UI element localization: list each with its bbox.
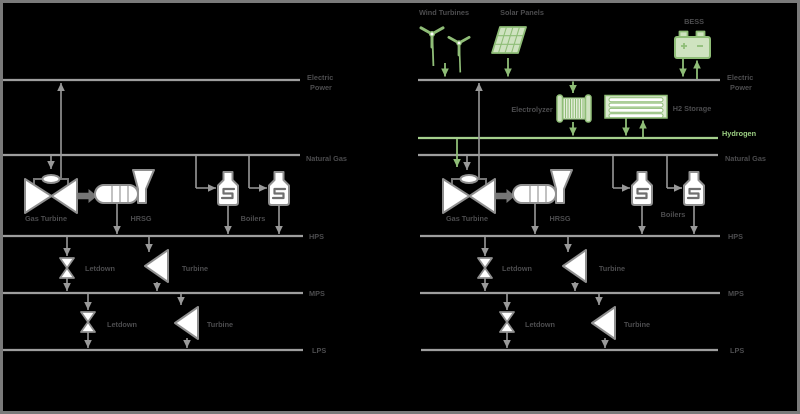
right-electric-power-label-line2: Power xyxy=(730,83,752,92)
electrolyzer-label: Electrolyzer xyxy=(511,105,553,114)
left-boiler2-icon xyxy=(267,170,291,207)
left-natural-gas-label: Natural Gas xyxy=(306,154,347,163)
solar-panels-label: Solar Panels xyxy=(500,8,544,17)
right-lps-label: LPS xyxy=(730,346,744,355)
bess-label: BESS xyxy=(684,17,704,26)
left-gas-turbine-label: Gas Turbine xyxy=(25,214,67,223)
right-hrsg-label: HRSG xyxy=(549,214,570,223)
right-hydrogen-label: Hydrogen xyxy=(722,129,756,138)
left-mp-letdown-label: Letdown xyxy=(107,320,137,329)
right-hp-letdown-valve-icon xyxy=(477,257,493,279)
left-exhaust-arrow-icon xyxy=(77,189,97,203)
right-mp-turbine-icon xyxy=(591,306,616,340)
right-mps-label: MPS xyxy=(728,289,744,298)
left-electric-power-label-line2: Power xyxy=(310,83,332,92)
right-diagram: Electric Power Hydrogen Natural Gas HPS … xyxy=(418,8,766,355)
left-hp-letdown-valve-icon xyxy=(59,257,75,279)
solar-panel-icon xyxy=(491,26,527,54)
right-mp-letdown-label: Letdown xyxy=(525,320,555,329)
right-hp-turbine-icon xyxy=(562,249,587,283)
left-mp-turbine-label: Turbine xyxy=(207,320,233,329)
left-hp-turbine-icon xyxy=(144,249,169,283)
right-natural-gas-label: Natural Gas xyxy=(725,154,766,163)
left-hp-turbine-label: Turbine xyxy=(182,264,208,273)
wind-turbine-icon-2 xyxy=(447,35,471,74)
left-boilers-label: Boilers xyxy=(241,214,266,223)
wind-turbines-label: Wind Turbines xyxy=(419,8,469,17)
right-gas-turbine-label: Gas Turbine xyxy=(446,214,488,223)
electrolyzer-icon xyxy=(556,94,592,123)
right-boiler1-icon xyxy=(630,170,654,207)
h2-storage-icon xyxy=(604,94,668,119)
h2-storage-label: H2 Storage xyxy=(673,104,712,113)
left-mp-letdown-valve-icon xyxy=(80,311,96,333)
right-exhaust-arrow-icon xyxy=(495,189,515,203)
left-hps-label: HPS xyxy=(309,232,324,241)
left-diagram: Electric Power Natural Gas HPS MPS LPS G… xyxy=(2,73,347,355)
wind-turbine-icon-1 xyxy=(419,26,445,68)
left-electric-power-label-line1: Electric xyxy=(307,73,333,82)
right-electric-power-label-line1: Electric xyxy=(727,73,753,82)
right-boilers-label: Boilers xyxy=(661,210,686,219)
right-boiler2-icon xyxy=(682,170,706,207)
left-hrsg-icon xyxy=(94,169,155,204)
left-mps-label: MPS xyxy=(309,289,325,298)
left-boiler1-icon xyxy=(216,170,240,207)
right-hp-turbine-label: Turbine xyxy=(599,264,625,273)
left-lps-label: LPS xyxy=(312,346,326,355)
right-hrsg-icon xyxy=(512,169,573,204)
left-mp-turbine-icon xyxy=(174,306,199,340)
left-hrsg-label: HRSG xyxy=(130,214,151,223)
left-gas-turbine-icon xyxy=(24,174,78,214)
left-hp-letdown-label: Letdown xyxy=(85,264,115,273)
right-gas-turbine-icon xyxy=(442,174,496,214)
right-mp-turbine-label: Turbine xyxy=(624,320,650,329)
battery-icon xyxy=(674,30,711,59)
right-mp-letdown-valve-icon xyxy=(499,311,515,333)
right-hp-letdown-label: Letdown xyxy=(502,264,532,273)
right-hps-label: HPS xyxy=(728,232,743,241)
